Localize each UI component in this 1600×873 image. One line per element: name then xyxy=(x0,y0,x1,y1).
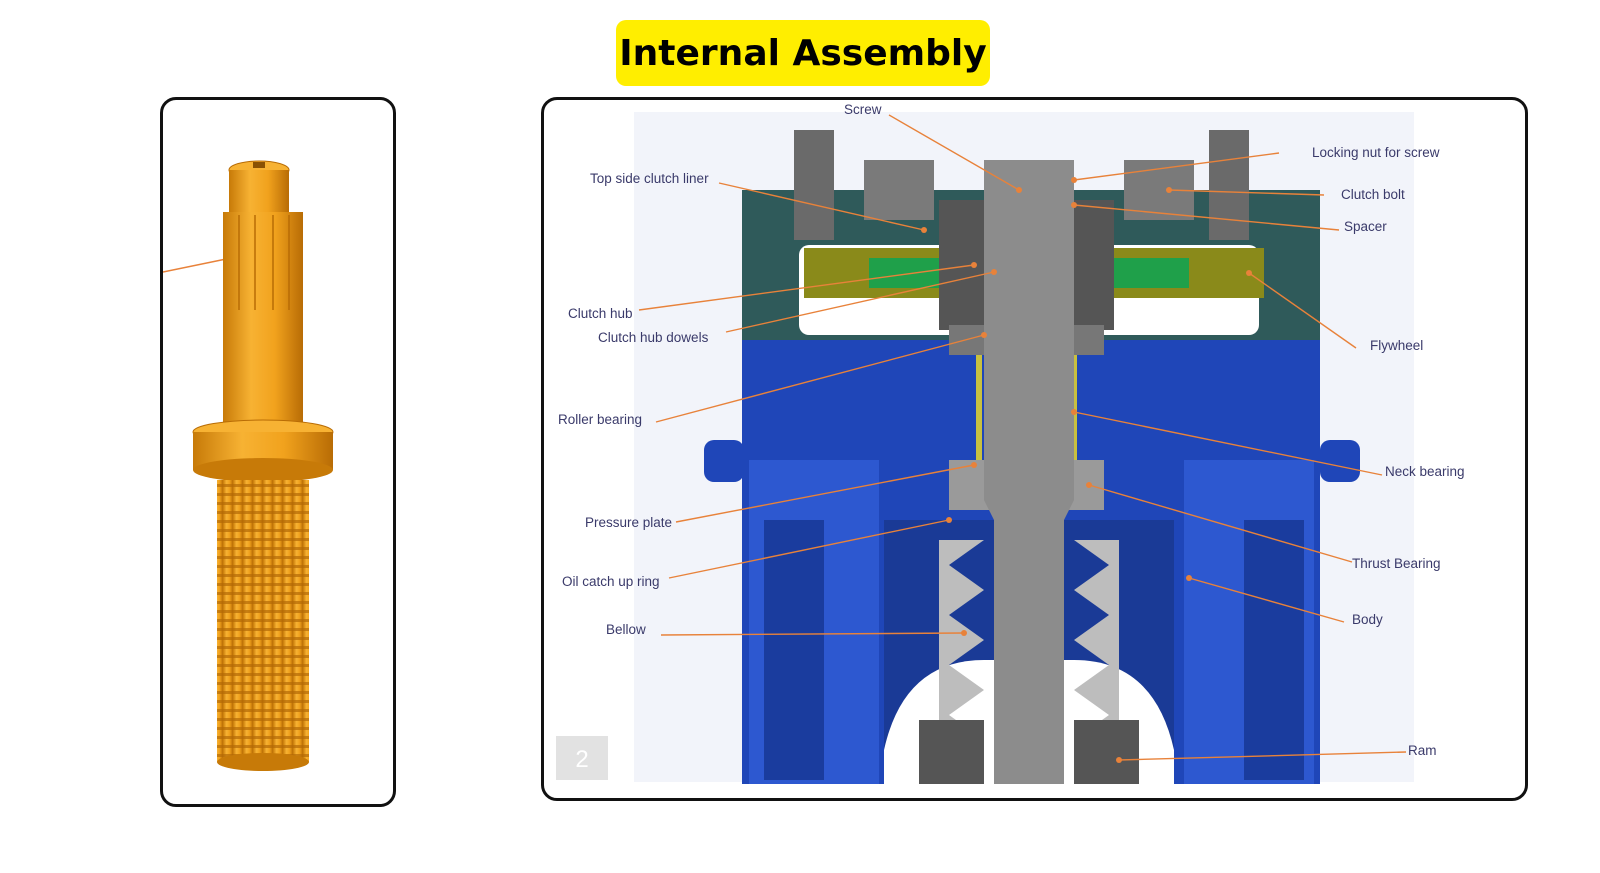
label-ram: Ram xyxy=(1408,743,1437,758)
label-flywheel: Flywheel xyxy=(1370,338,1423,353)
leader-dots xyxy=(921,177,1252,763)
label-screw: Screw xyxy=(844,102,882,117)
assembly-cross-section: Screw Locking nut for screw Top side clu… xyxy=(556,102,1465,784)
page-number-box xyxy=(556,736,608,780)
ram xyxy=(919,720,984,784)
screw-part-illustration xyxy=(163,160,334,771)
label-oil-catch-up-ring: Oil catch up ring xyxy=(562,574,660,589)
leader-line xyxy=(163,257,232,273)
label-pressure-plate: Pressure plate xyxy=(585,515,672,530)
label-clutch-bolt: Clutch bolt xyxy=(1341,187,1405,202)
label-clutch-hub-dowels: Clutch hub dowels xyxy=(598,330,709,345)
label-thrust-bearing: Thrust Bearing xyxy=(1352,556,1441,571)
page-number: 2 xyxy=(575,746,588,773)
leader-lines xyxy=(638,114,1407,761)
label-clutch-hub: Clutch hub xyxy=(568,306,633,321)
central-screw-shaft xyxy=(984,160,1074,784)
page-title: Internal Assembly xyxy=(616,20,990,86)
label-neck-bearing: Neck bearing xyxy=(1385,464,1465,479)
label-top-side-clutch-liner: Top side clutch liner xyxy=(590,171,709,186)
label-body: Body xyxy=(1352,612,1383,627)
assembly-panel: Screw Locking nut for screw Top side clu… xyxy=(541,97,1528,801)
label-roller-bearing: Roller bearing xyxy=(558,412,642,427)
label-locking-nut: Locking nut for screw xyxy=(1312,145,1440,160)
label-spacer: Spacer xyxy=(1344,219,1387,234)
screw-part-panel xyxy=(160,97,396,807)
label-bellow: Bellow xyxy=(606,622,646,637)
